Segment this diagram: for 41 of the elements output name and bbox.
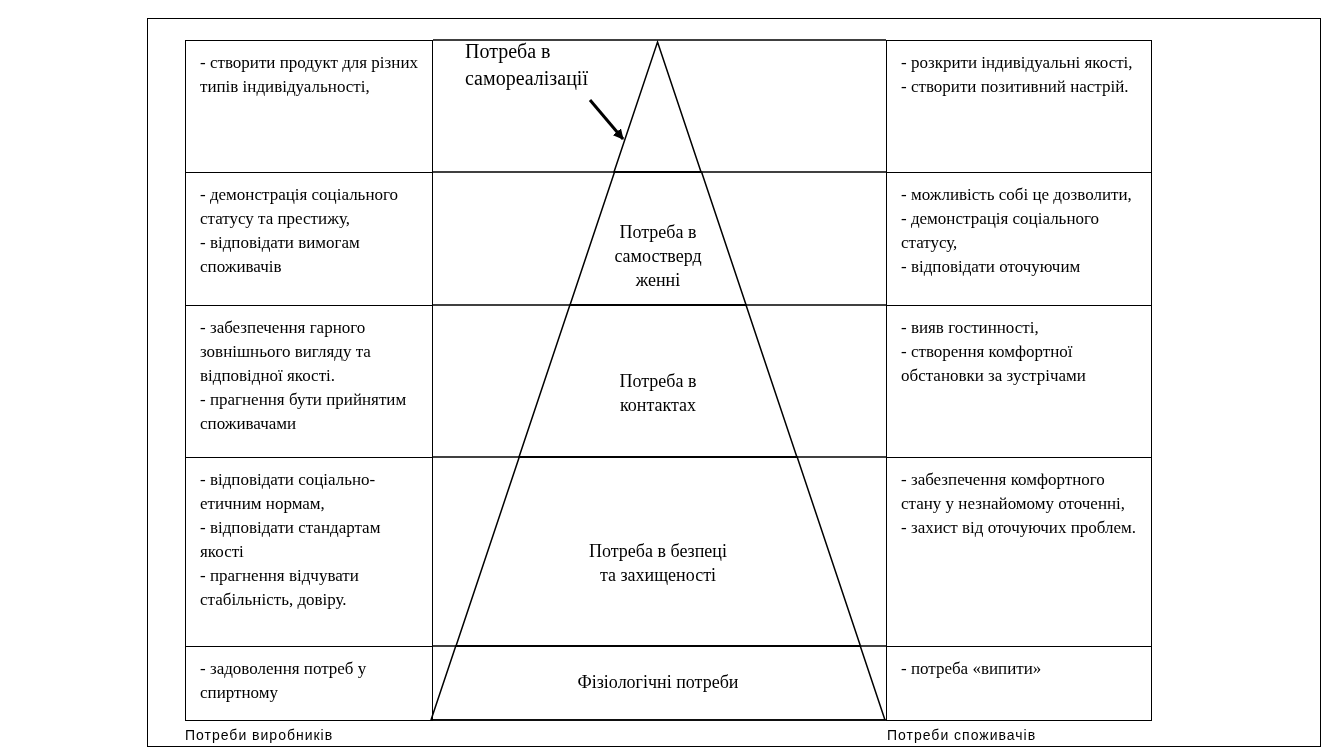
bullet-text: - створення комфортної обстановки за зустрічами <box>901 341 1087 387</box>
arrow <box>588 99 625 140</box>
table-cell <box>185 457 433 647</box>
bullet-text: - захист від оточуючих проблем. <box>901 517 1138 539</box>
table-cell <box>886 457 1152 647</box>
table-cell <box>185 646 433 721</box>
bullet-text: - прагнення бути прийнятим споживачами <box>200 389 408 435</box>
table-cell <box>185 305 433 458</box>
pyramid-tier <box>431 646 885 720</box>
bullet-text: - можливість собі це дозволити, <box>901 184 1133 206</box>
tier-text: Потреба в самостверд женні <box>613 221 703 292</box>
bullet-text: - прагнення відчувати стабільність, довіру. <box>200 565 360 611</box>
bullet-text: - створити продукт для різних типів індивідуальності, <box>200 52 419 98</box>
bullet-text: - відповідати соціально-етичним нормам, <box>200 469 377 515</box>
bullet-text: - задоволення потреб у спиртному <box>200 658 368 704</box>
pyramid-tier <box>614 42 702 172</box>
bullet-text: - відповідати вимогам споживачів <box>200 232 361 278</box>
tier-text: Потреба в контактах <box>618 370 698 417</box>
bullet-text: - вияв гостинності, <box>901 317 1040 339</box>
tier-text: Фізіологічні потреби <box>576 671 740 694</box>
table-cell <box>886 646 1152 721</box>
table-cell <box>185 172 433 306</box>
bullet-text: - демонстрація соціального статусу та престижу, <box>200 184 400 230</box>
bullet-text: - забезпечення гарного зовнішнього вигляду та відповідної якості. <box>200 317 372 387</box>
bullet-text: - забезпечення комфортного стану у незнайомому оточенні, <box>901 469 1127 515</box>
table-cell <box>886 172 1152 306</box>
bullet-text: - відповідати оточуючим <box>901 256 1082 278</box>
tier-text: Потреба в безпеці та захищеності <box>588 540 728 587</box>
bullet-text: - розкрити індивідуальні якості, <box>901 52 1134 74</box>
pyramid-tier <box>455 457 861 646</box>
bullet-text: - відповідати стандартам якості <box>200 517 382 563</box>
pyramid-tier <box>519 305 797 457</box>
bullet-text: - потреба «випити» <box>901 658 1043 680</box>
table-cell <box>886 305 1152 458</box>
bullet-text: - демонстрація соціального статусу, <box>901 208 1101 254</box>
pyramid-tier <box>569 172 747 305</box>
table-cell <box>185 40 433 173</box>
table-cell <box>886 40 1152 173</box>
bullet-text: - створити позитивний настрій. <box>901 76 1130 98</box>
tier-label: Потреба в самореалізації <box>465 38 640 92</box>
column-caption: Потреби споживачів <box>887 727 1037 743</box>
